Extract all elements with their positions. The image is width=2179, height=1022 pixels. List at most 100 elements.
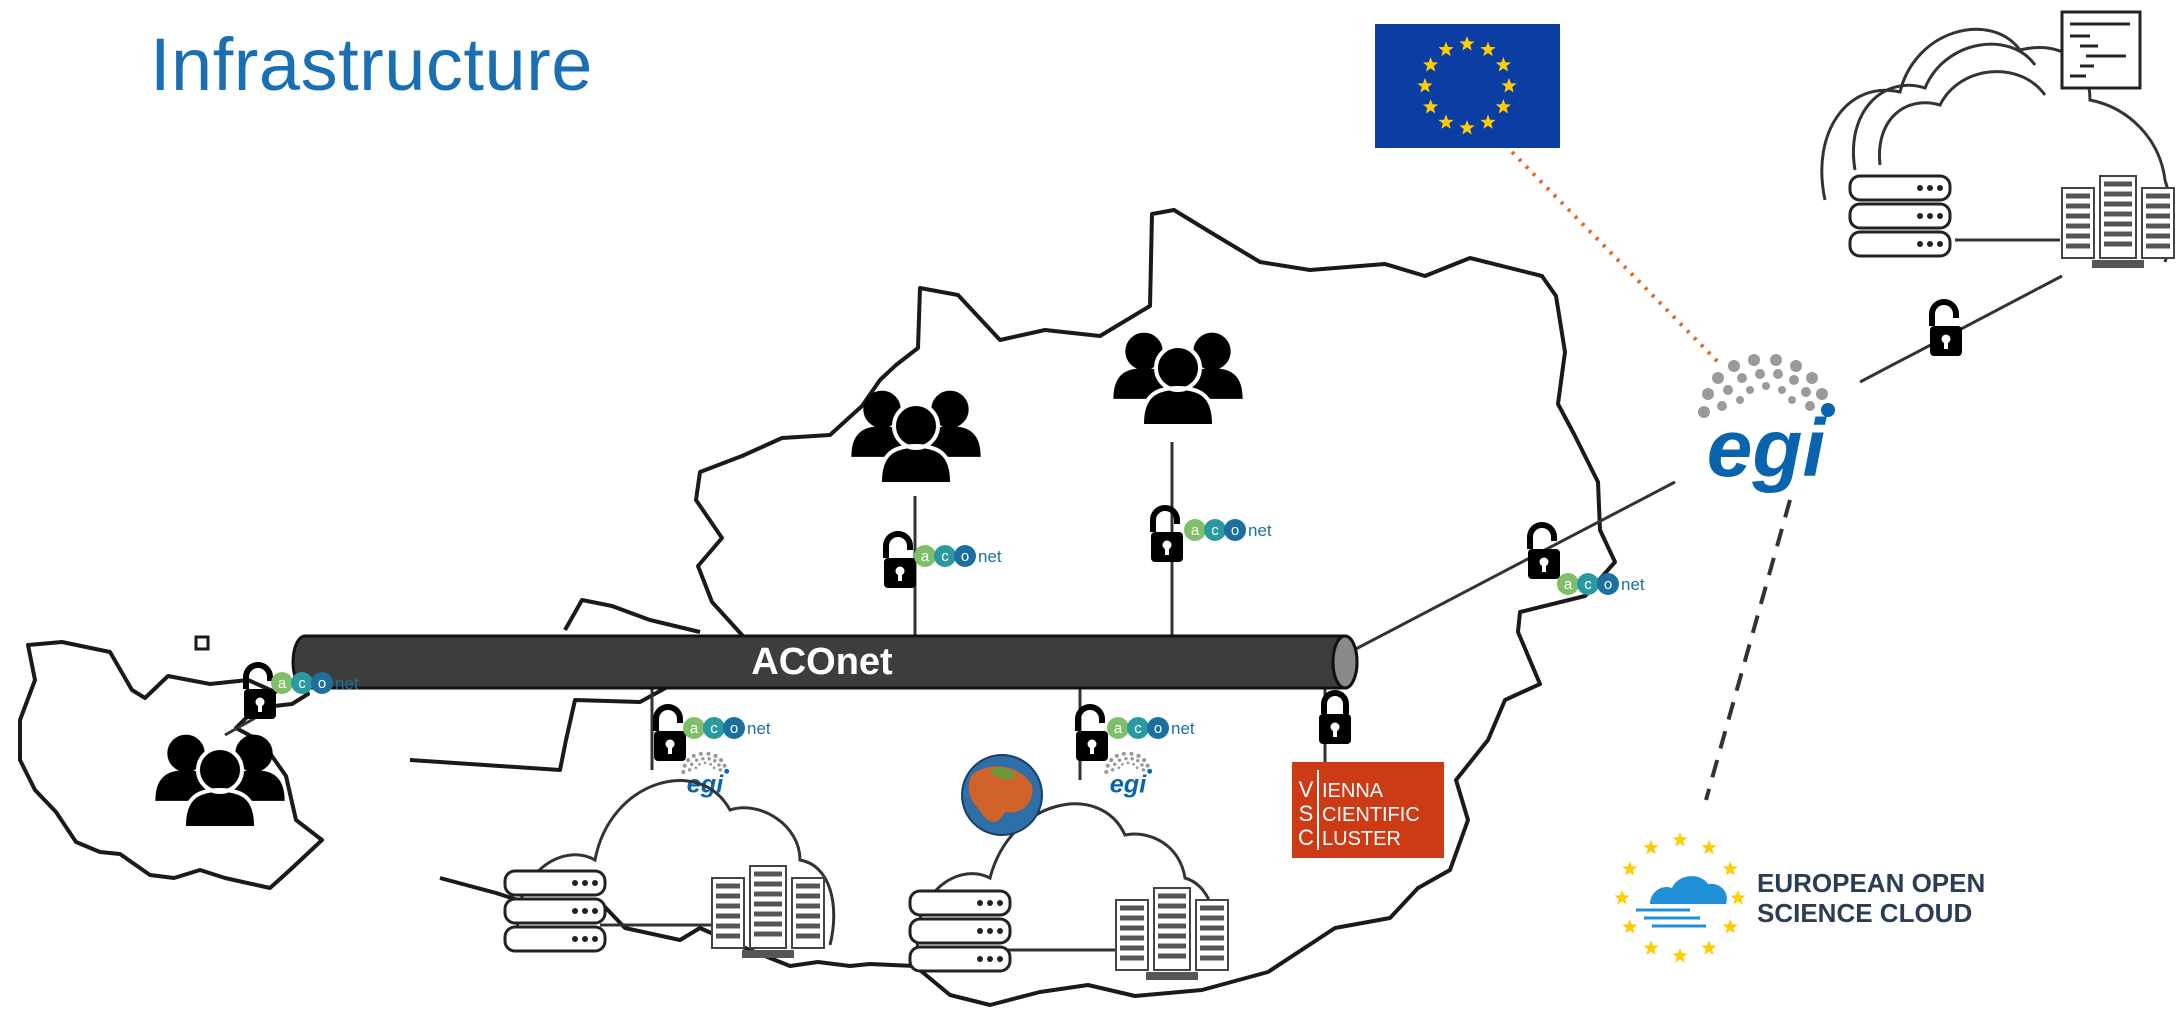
svg-text:S: S — [1299, 801, 1314, 826]
svg-text:c: c — [941, 548, 949, 565]
svg-text:o: o — [1154, 720, 1162, 737]
star-icon — [1423, 57, 1439, 72]
star-icon — [1480, 41, 1496, 57]
padlock-open-icon — [244, 665, 276, 719]
padlock-open-icon — [884, 534, 916, 588]
svg-text:o: o — [1231, 522, 1239, 539]
svg-text:a: a — [690, 720, 699, 737]
svg-text:c: c — [1134, 720, 1142, 737]
svg-text:a: a — [1191, 522, 1200, 539]
star-icon — [1622, 861, 1638, 876]
aconet-logo: a c o net — [1107, 717, 1195, 739]
server-rack-icon — [1116, 888, 1228, 980]
page-title: Infrastructure — [150, 23, 593, 106]
svg-text:o: o — [318, 675, 326, 692]
star-icon — [1722, 919, 1738, 934]
padlock-closed-icon — [1319, 693, 1351, 744]
star-icon — [1501, 78, 1517, 93]
svg-text:c: c — [298, 675, 306, 692]
svg-text:EUROPEAN OPEN: EUROPEAN OPEN — [1757, 868, 1985, 898]
svg-text:CIENTIFIC: CIENTIFIC — [1322, 804, 1420, 826]
star-icon — [1730, 890, 1746, 905]
globe-icon — [961, 754, 1043, 836]
egi-eosc-dashed-link — [1704, 499, 1792, 801]
star-icon — [1438, 41, 1454, 57]
backbone-label: ACOnet — [751, 641, 893, 683]
eu-egi-dotted-link — [1510, 150, 1720, 364]
star-icon — [1643, 839, 1659, 855]
server-rack-icon — [712, 866, 824, 958]
database-icon — [1848, 174, 1952, 258]
egi-logo-small: egi — [681, 751, 730, 798]
aconet-logo: a c o net — [683, 717, 771, 739]
svg-text:net: net — [335, 674, 359, 693]
svg-text:LUSTER: LUSTER — [1322, 828, 1401, 850]
star-icon — [1423, 99, 1439, 114]
cloud-icon — [516, 779, 836, 946]
svg-text:net: net — [1171, 719, 1195, 738]
people-group-icon — [155, 735, 284, 826]
svg-text:o: o — [961, 548, 969, 565]
svg-text:C: C — [1298, 825, 1314, 850]
star-icon — [1480, 114, 1496, 129]
padlock-open-icon — [1076, 707, 1108, 761]
eu-flag-icon — [1375, 24, 1560, 148]
cloud-icon — [915, 802, 1217, 963]
star-icon — [1672, 948, 1688, 963]
server-rack-icon — [2062, 176, 2174, 268]
database-icon — [503, 869, 607, 953]
austria-map-outline-main — [409, 208, 1617, 1007]
svg-text:o: o — [730, 720, 738, 737]
star-icon — [1643, 940, 1659, 955]
svg-text:a: a — [1114, 720, 1123, 737]
svg-text:c: c — [1211, 522, 1219, 539]
database-icon — [908, 889, 1012, 973]
padlock-open-icon — [1151, 508, 1183, 562]
padlock-open-icon — [1528, 525, 1560, 579]
star-icon — [1701, 839, 1717, 855]
svg-text:net: net — [747, 719, 771, 738]
svg-text:a: a — [1564, 576, 1573, 593]
padlock-open-icon — [1930, 302, 1962, 356]
vsc-logo: V S C IENNA CIENTIFIC LUSTER — [1292, 762, 1444, 858]
aconet-logo: a c o net — [1184, 519, 1272, 541]
aconet-logo: a c o net — [271, 672, 359, 694]
svg-text:net: net — [1248, 521, 1272, 540]
svg-text:egi: egi — [1707, 403, 1828, 494]
people-group-icon — [1113, 333, 1242, 424]
padlock-open-icon — [654, 707, 686, 761]
svg-text:a: a — [278, 675, 287, 692]
svg-text:o: o — [1604, 576, 1612, 593]
star-icon — [1495, 99, 1511, 114]
document-icon — [2060, 10, 2142, 90]
egi-logo-small: egi — [1104, 751, 1153, 798]
aconet-logo: a c o net — [914, 545, 1002, 567]
star-icon — [1672, 832, 1688, 847]
star-icon — [1701, 940, 1717, 955]
svg-text:egi: egi — [1110, 770, 1147, 798]
svg-text:net: net — [1621, 575, 1645, 594]
svg-text:V: V — [1299, 777, 1314, 802]
eosc-logo: EUROPEAN OPEN SCIENCE CLOUD — [1614, 832, 1985, 963]
cloud-icon — [1820, 27, 2173, 263]
star-icon — [1417, 78, 1433, 93]
people-group-icon — [851, 391, 980, 482]
star-icon — [1622, 919, 1638, 934]
star-icon — [1459, 120, 1475, 135]
svg-text:SCIENCE CLOUD: SCIENCE CLOUD — [1757, 898, 1972, 928]
star-icon — [1722, 861, 1738, 876]
egi-logo: egi — [1698, 354, 1835, 494]
star-icon — [1459, 36, 1475, 51]
star-icon — [1438, 114, 1454, 129]
svg-text:net: net — [978, 547, 1002, 566]
aconet-backbone-pipe: ACOnet — [291, 634, 1359, 690]
aconet-logo: a c o net — [1557, 573, 1645, 595]
svg-text:c: c — [710, 720, 718, 737]
star-icon — [1495, 57, 1511, 72]
svg-text:c: c — [1584, 576, 1592, 593]
svg-text:a: a — [921, 548, 930, 565]
svg-text:IENNA: IENNA — [1322, 780, 1384, 802]
star-icon — [1614, 890, 1630, 905]
